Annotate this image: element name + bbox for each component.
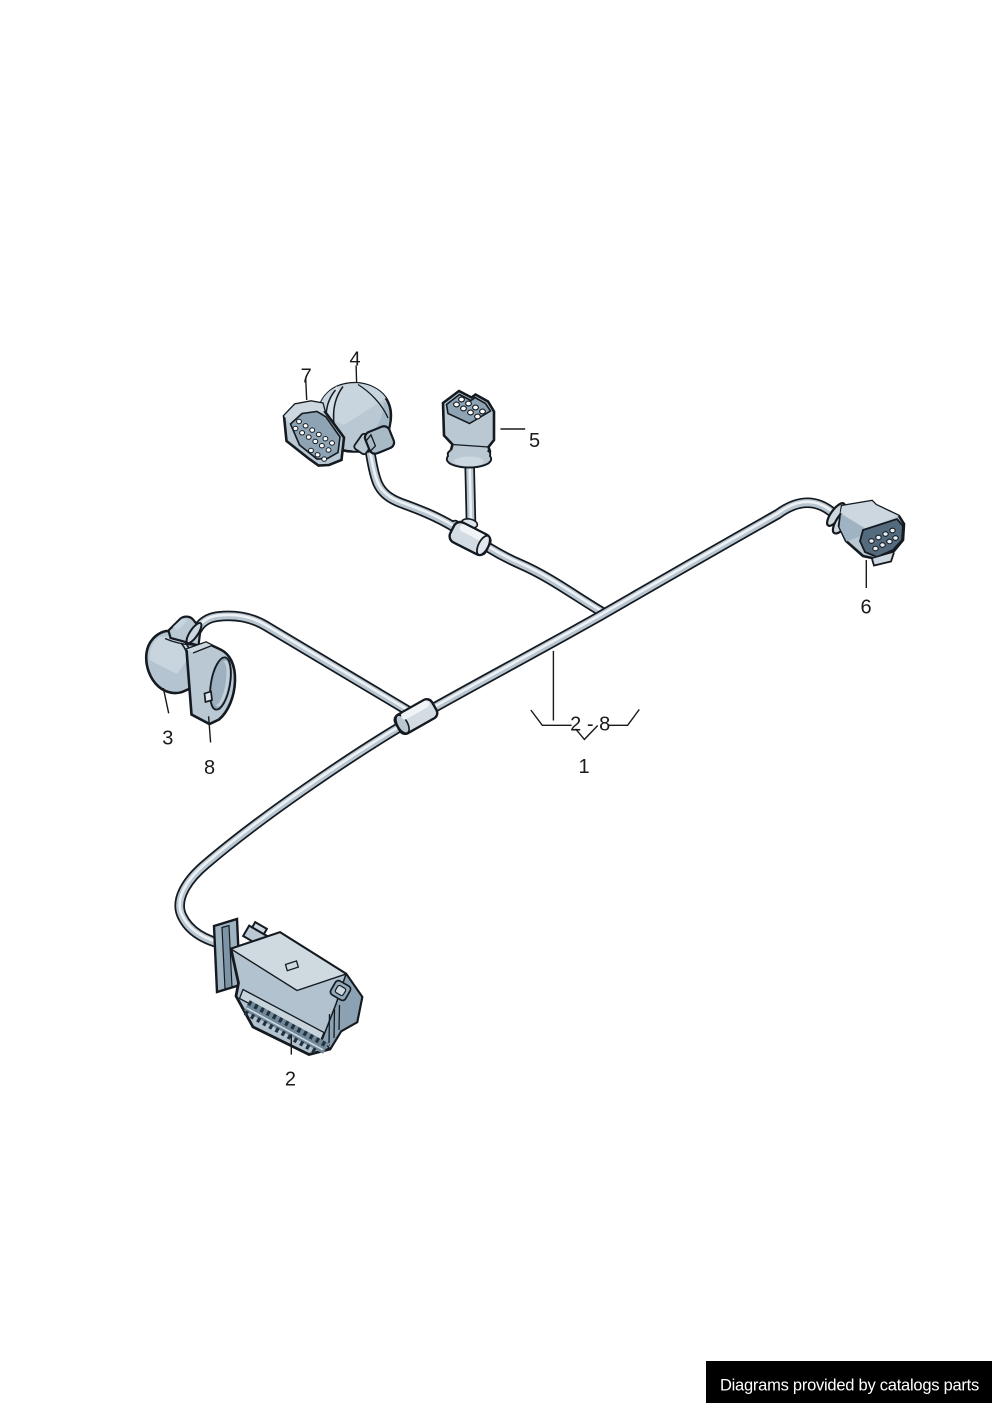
svg-text:1: 1 — [579, 756, 590, 778]
svg-text:3: 3 — [162, 728, 173, 750]
svg-text:2 - 8: 2 - 8 — [570, 714, 610, 736]
svg-text:Diagrams provided by catalogs: Diagrams provided by catalogs parts — [720, 1377, 979, 1395]
svg-text:8: 8 — [204, 757, 215, 779]
svg-text:2: 2 — [285, 1068, 296, 1090]
svg-text:4: 4 — [350, 349, 361, 371]
svg-text:5: 5 — [529, 430, 540, 452]
svg-text:6: 6 — [860, 597, 871, 619]
svg-text:7: 7 — [301, 366, 312, 388]
